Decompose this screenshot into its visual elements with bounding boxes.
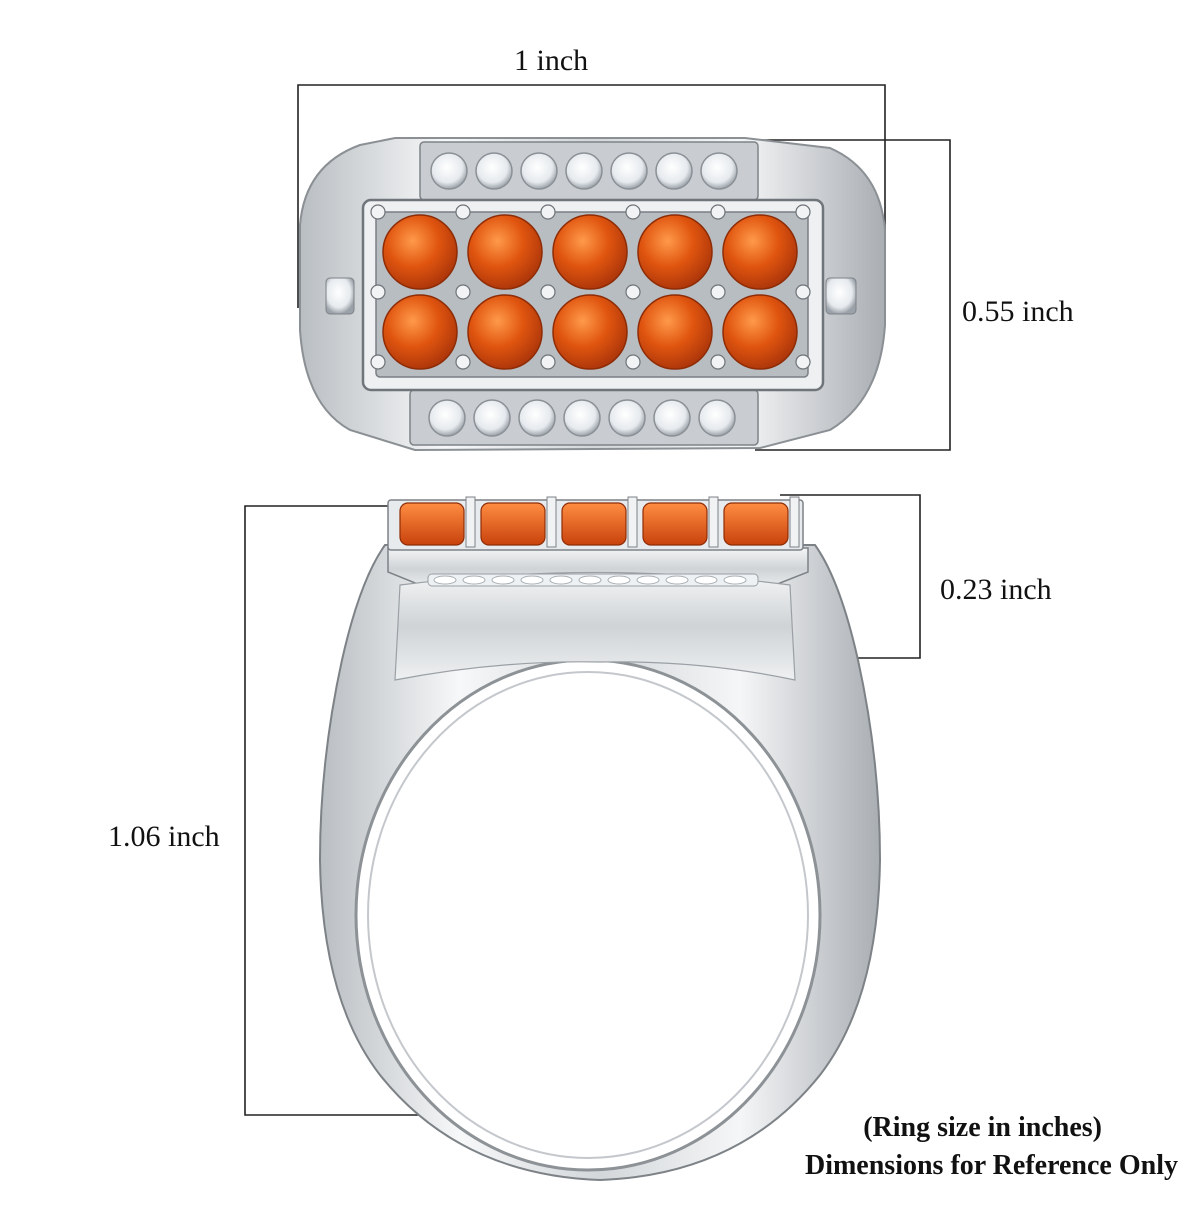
prong [795,284,811,300]
width-dimension-label: 1 inch [514,44,589,77]
prong [370,204,386,220]
accent-stone [578,575,602,585]
left-side-stone [325,277,355,315]
top-accent-stones [430,152,738,190]
right-side-stone [825,277,857,315]
ring-size-note: (Ring size in inches) [863,1112,1102,1143]
prong [540,204,556,220]
orange-stone-side [399,502,465,546]
prong [789,496,800,548]
prong [625,204,641,220]
accent-stone [462,575,486,585]
accent-stone [433,575,457,585]
orange-stone [467,214,543,290]
accent-stone [518,399,556,437]
prong [455,204,471,220]
top-height-dimension-line [745,139,951,451]
prong [455,354,471,370]
prong [710,284,726,300]
prong [710,354,726,370]
accent-stone [491,575,515,585]
accent-stone [665,575,689,585]
orange-stone-side [561,502,627,546]
center-orange-stones [370,204,811,370]
orange-stone [552,214,628,290]
accent-stone [520,575,544,585]
accent-stone [475,152,513,190]
accent-stone [694,575,718,585]
reference-note: Dimensions for Reference Only [804,1150,1178,1181]
side-orange-stones [399,496,800,548]
accent-stone [653,399,691,437]
prong [625,284,641,300]
side-accent-stones [433,575,747,585]
orange-stone-side [723,502,789,546]
orange-stone [467,294,543,370]
overall-height-dimension-label: 1.06 inch [108,820,220,853]
accent-stone [698,399,736,437]
accent-stone [565,152,603,190]
prong [540,284,556,300]
accent-stone [608,399,646,437]
orange-stone [382,294,458,370]
prong [627,496,638,548]
prong [455,284,471,300]
orange-stone [722,294,798,370]
orange-stone-side [642,502,708,546]
bottom-accent-stones [428,399,736,437]
accent-stone [549,575,573,585]
prong [710,204,726,220]
orange-stone [637,214,713,290]
prong [708,496,719,548]
orange-stone-side [480,502,546,546]
prong [540,354,556,370]
accent-stone [428,399,466,437]
setting-height-dimension-label: 0.23 inch [940,573,1052,606]
accent-stone [723,575,747,585]
prong [370,354,386,370]
prong [465,496,476,548]
accent-stone [636,575,660,585]
ring-top-view [299,137,886,452]
accent-stone [607,575,631,585]
ring-side-view [318,496,882,1182]
orange-stone [637,294,713,370]
orange-stone [382,214,458,290]
orange-stone [722,214,798,290]
prong [546,496,557,548]
accent-stone [655,152,693,190]
width-dimension-line [297,84,886,308]
prong [795,204,811,220]
orange-stone [552,294,628,370]
prong [795,354,811,370]
top-height-dimension-label: 0.55 inch [962,295,1074,328]
accent-stone [520,152,558,190]
prong [625,354,641,370]
accent-stone [430,152,468,190]
accent-stone [610,152,648,190]
accent-stone [700,152,738,190]
accent-stone [563,399,601,437]
prong [370,284,386,300]
accent-stone [473,399,511,437]
